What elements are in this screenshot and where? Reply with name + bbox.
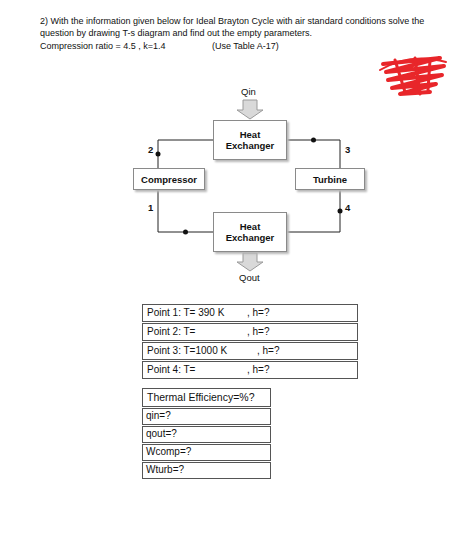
state-number: 4 xyxy=(345,202,350,214)
table-cell: Point 4: T= xyxy=(147,364,195,376)
flow-line xyxy=(158,190,213,232)
node-label: Heat Exchanger xyxy=(222,129,278,151)
state-point xyxy=(311,138,316,143)
table-cell: qin=? xyxy=(146,410,171,422)
table-cell: , h=? xyxy=(257,345,280,357)
node-label: Compressor xyxy=(141,174,197,185)
heat-exchanger-box: Heat Exchanger xyxy=(213,120,287,160)
table-cell: , h=? xyxy=(247,307,270,319)
table-reference: (Use Table A-17) xyxy=(212,40,279,52)
flow-line xyxy=(287,140,340,168)
heat-exchanger-box: Heat Exchanger xyxy=(213,212,287,252)
table-cell: Point 2: T= xyxy=(147,326,195,338)
flow-line xyxy=(287,190,340,232)
table-cell: , h=? xyxy=(247,364,270,376)
heat-out-label: Qout xyxy=(239,272,260,284)
red-scribble xyxy=(380,58,446,94)
state-point xyxy=(183,230,188,235)
state-number: 1 xyxy=(148,202,153,214)
node-label: Heat Exchanger xyxy=(222,221,278,243)
state-number: 2 xyxy=(148,144,153,156)
compressor-box: Compressor xyxy=(133,168,205,190)
table-cell: Point 1: T= 390 K xyxy=(147,307,224,319)
table-cell: Wturb=? xyxy=(146,464,184,476)
state-point xyxy=(338,209,343,214)
table-cell: , h=? xyxy=(247,326,270,338)
table-cell: qout=? xyxy=(146,428,177,440)
given-values: Compression ratio = 4.5 , k=1.4 xyxy=(40,40,166,52)
flow-line xyxy=(158,140,213,168)
question-text: 2) With the information given below for … xyxy=(40,15,460,39)
state-number: 3 xyxy=(345,144,350,156)
heat-in-label: Qin xyxy=(241,86,256,98)
table-cell: Thermal Efficiency=%? xyxy=(147,391,254,403)
node-label: Turbine xyxy=(313,174,347,185)
turbine-box: Turbine xyxy=(295,168,365,190)
table-cell: Point 3: T=1000 K xyxy=(147,345,227,357)
table-rows xyxy=(143,305,358,479)
state-point xyxy=(156,152,161,157)
table-cell: Wcomp=? xyxy=(146,446,191,458)
